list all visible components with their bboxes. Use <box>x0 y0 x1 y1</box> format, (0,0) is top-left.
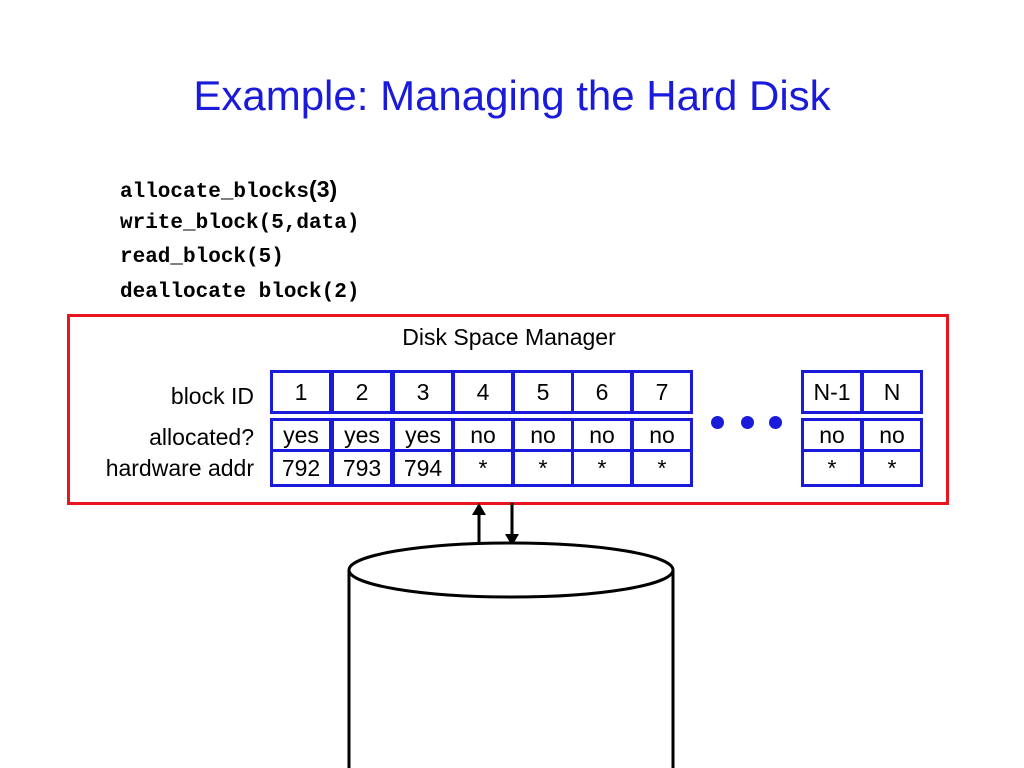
api-call-allocate: allocate_blocks(3) <box>120 172 359 207</box>
allocated-cell: no <box>861 418 923 452</box>
block-id-cell: 4 <box>452 370 514 414</box>
allocated-cell: no <box>631 418 693 452</box>
ellipsis-dot <box>711 416 724 429</box>
disk-space-manager-title: Disk Space Manager <box>402 324 616 350</box>
block-id-cell: 3 <box>392 370 454 414</box>
hardware-addr-cell: 793 <box>331 449 393 487</box>
hardware-addr-cell: 792 <box>270 449 332 487</box>
api-call-write: write_block(5,data) <box>120 211 360 235</box>
block-id-cell: 6 <box>571 370 633 414</box>
api-call-list: allocate_blocks(3) write_block(5,data) r… <box>120 172 359 310</box>
page-title: Example: Managing the Hard Disk <box>193 72 831 119</box>
block-id-cell: N <box>861 370 923 414</box>
hardware-addr-cell: * <box>631 449 693 487</box>
api-call-name: allocate_blocks <box>120 181 310 204</box>
hardware-addr-cell: * <box>801 449 863 487</box>
allocated-cell: no <box>571 418 633 452</box>
hard-disk-icon <box>347 541 675 768</box>
block-id-cell: 1 <box>270 370 332 414</box>
row-label-hardware-addr: hardware addr <box>105 455 254 481</box>
api-call-deallocate: deallocate block(2) <box>120 280 360 304</box>
ellipsis-dot <box>741 416 754 429</box>
hardware-addr-cell: * <box>452 449 514 487</box>
block-id-cell: N-1 <box>801 370 863 414</box>
allocated-cell: no <box>801 418 863 452</box>
row-label-block-id: block ID <box>170 383 254 409</box>
hardware-addr-cell: * <box>861 449 923 487</box>
allocated-cell: no <box>512 418 574 452</box>
arrow-down-icon <box>505 503 519 546</box>
arrow-up-icon <box>472 503 486 547</box>
api-call-args: (3) <box>309 176 338 202</box>
allocated-cell: yes <box>270 418 332 452</box>
block-id-cell: 5 <box>512 370 574 414</box>
allocated-cell: no <box>452 418 514 452</box>
block-id-cell: 7 <box>631 370 693 414</box>
allocated-cell: yes <box>331 418 393 452</box>
ellipsis-dot <box>769 416 782 429</box>
hardware-addr-cell: * <box>512 449 574 487</box>
io-arrows <box>472 503 519 547</box>
allocated-cell: yes <box>392 418 454 452</box>
block-id-cell: 2 <box>331 370 393 414</box>
api-call-read: read_block(5) <box>120 246 284 269</box>
hardware-addr-cell: 794 <box>392 449 454 487</box>
disk-space-manager-box <box>67 314 949 505</box>
row-label-allocated: allocated? <box>149 424 254 450</box>
hardware-addr-cell: * <box>571 449 633 487</box>
